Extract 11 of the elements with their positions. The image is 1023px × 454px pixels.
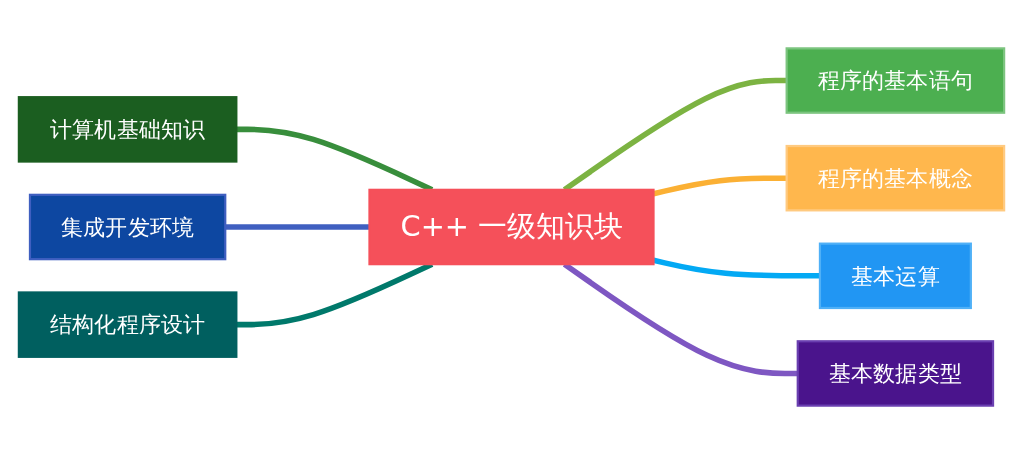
node-box: 基本运算 xyxy=(818,242,972,310)
connector xyxy=(652,257,820,279)
node-box: 计算机基础知识 xyxy=(17,96,238,163)
node-box: 程序的基本概念 xyxy=(785,144,1006,212)
connector xyxy=(225,224,370,230)
node-box: 基本数据类型 xyxy=(796,340,995,407)
connector xyxy=(652,175,787,197)
node-box: 集成开发环境 xyxy=(28,193,227,261)
node-box: C++ 一级知识块 xyxy=(368,188,655,266)
node-box: 结构化程序设计 xyxy=(17,291,238,358)
node-box: 程序的基本语句 xyxy=(785,47,1006,114)
